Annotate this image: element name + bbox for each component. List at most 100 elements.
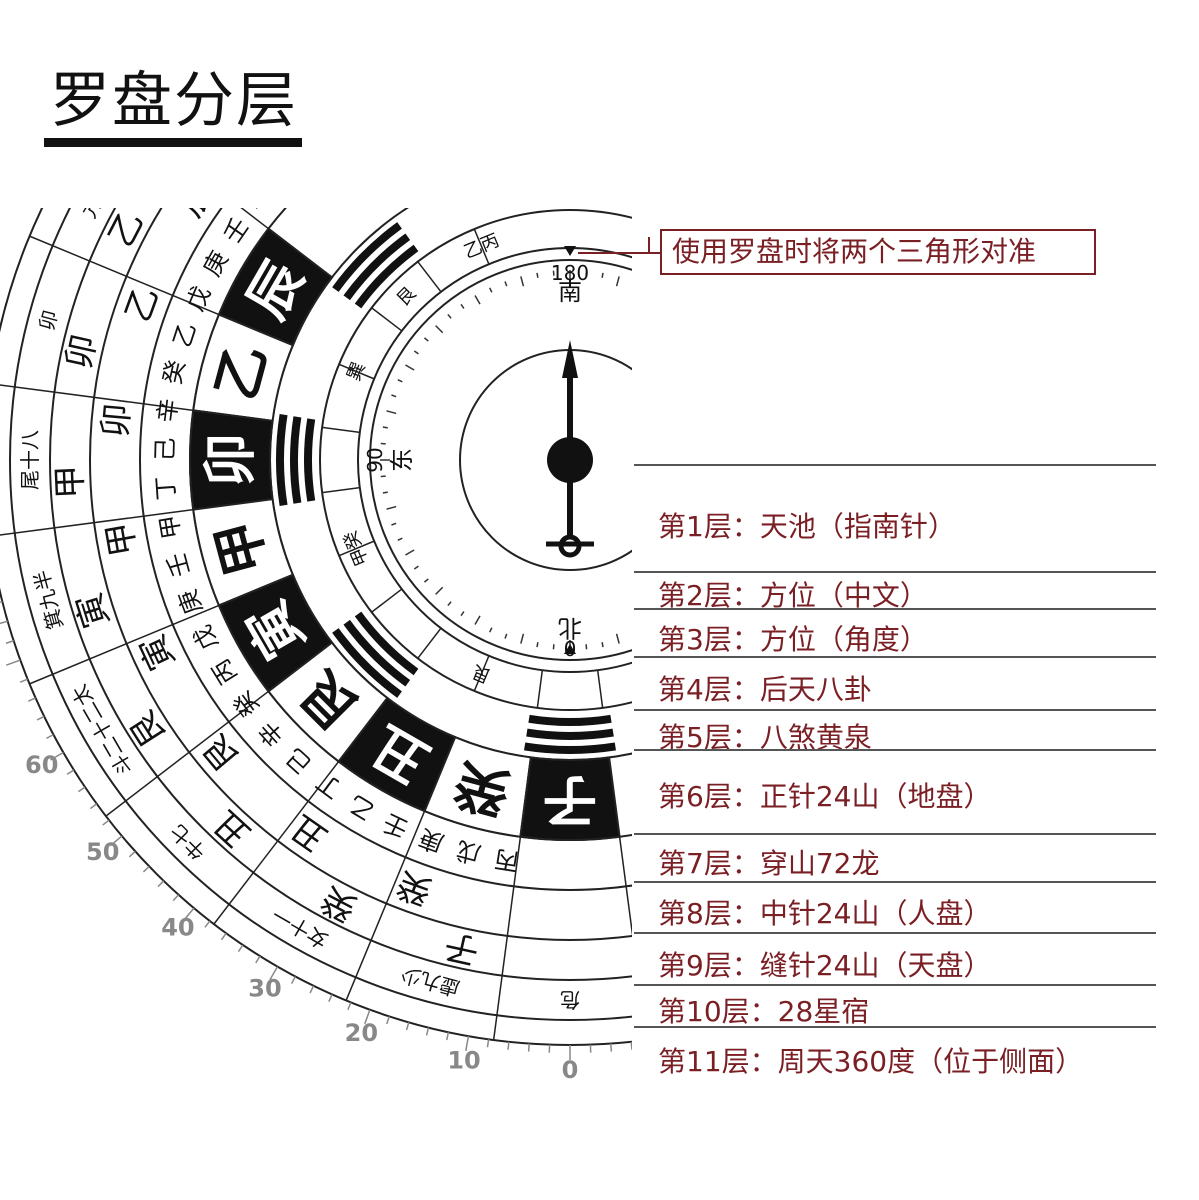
layer-label-6: 第6层：正针24山（地盘） xyxy=(658,780,992,813)
callout-leader-v xyxy=(648,237,650,253)
radial-divider xyxy=(338,363,375,380)
degree-tick xyxy=(615,276,620,287)
degree-tick xyxy=(382,491,388,494)
degree-tick xyxy=(397,537,403,541)
compass-labels: 南东北180900巽艮甲癸艮乙丙辰乙卯甲寅艮丑癸子甲壬庚戊乙癸辛己丁甲壬庚戊丙癸… xyxy=(18,200,597,1084)
layer-label-11: 第11层：周天360度（位于侧面） xyxy=(658,1045,1084,1078)
mountain-label-9: 丑 xyxy=(206,802,258,854)
dragon-label: 丙 xyxy=(206,654,242,689)
dragon-label: 丙 xyxy=(493,844,521,875)
outer-degree-tick xyxy=(89,803,98,810)
outer-degree-label: 10 xyxy=(447,1047,480,1075)
outer-degree-label: 50 xyxy=(86,838,119,866)
dragon-label: 丁 xyxy=(151,475,181,501)
degree-tick xyxy=(601,642,604,648)
outer-degree-tick xyxy=(527,1043,530,1052)
ring-circle xyxy=(369,259,632,661)
callout-leader-h xyxy=(578,252,660,254)
outer-degree-tick xyxy=(77,786,86,793)
degree-tick xyxy=(397,379,403,383)
degree-tick xyxy=(391,394,397,398)
outer-degree-tick xyxy=(0,620,8,625)
ring-circle xyxy=(89,208,632,941)
dragon-label: 丁 xyxy=(311,767,347,804)
dragon-label: 庚 xyxy=(415,823,447,858)
dragon-label: 己 xyxy=(151,437,180,462)
trigram-bar xyxy=(529,200,611,201)
radial-divider xyxy=(417,627,442,659)
degree-tick xyxy=(460,303,465,309)
radial-divider xyxy=(596,670,604,708)
degree-tick xyxy=(504,633,508,639)
radial-divider xyxy=(0,384,194,412)
degree-tick xyxy=(474,295,481,305)
trigram-bar xyxy=(354,611,419,676)
huangquan-label: 巽 xyxy=(343,359,369,384)
compass-rings xyxy=(0,200,632,1060)
degree-tick xyxy=(489,287,493,293)
layer-separator xyxy=(634,464,1156,466)
radial-divider xyxy=(371,588,403,613)
outer-degree-tick xyxy=(386,1016,390,1025)
outer-degree-tick xyxy=(46,733,54,740)
trigram-bar xyxy=(354,244,419,309)
degree-tick xyxy=(520,276,525,287)
title-underline xyxy=(44,138,302,147)
radial-divider xyxy=(618,836,632,937)
outer-degree-tick xyxy=(102,819,110,826)
outer-degree-tick xyxy=(5,659,21,666)
trigram-bar xyxy=(343,619,411,687)
degree-tick xyxy=(447,313,452,319)
trigram-bar xyxy=(524,742,616,754)
layer-separator xyxy=(634,932,1156,934)
mountain-label-9: 卯 xyxy=(59,331,105,373)
degree-90: 90 xyxy=(363,447,387,472)
degree-tick xyxy=(435,325,444,334)
trigram-bar xyxy=(276,414,288,506)
outer-degree-tick xyxy=(445,1032,450,1041)
radial-divider xyxy=(0,508,194,536)
mountain-label-9: 癸 xyxy=(315,878,364,929)
dragon-label: 戊 xyxy=(181,282,216,315)
dragon-label: 壬 xyxy=(218,213,255,249)
outer-degree-label: 60 xyxy=(25,751,58,779)
trigram-bar xyxy=(332,628,402,698)
layer-separator xyxy=(634,1026,1156,1028)
mountain-label-8: 癸 xyxy=(392,863,438,912)
layer-label-3: 第3层：方位（角度） xyxy=(658,623,928,656)
dragon-label: 乙 xyxy=(168,319,202,350)
radial-divider xyxy=(29,235,220,316)
outer-degree-tick xyxy=(66,769,75,775)
dragon-label: 辛 xyxy=(253,715,290,752)
outer-degree-tick xyxy=(204,920,211,928)
radial-divider xyxy=(371,307,403,332)
layer-label-10: 第10层：28星宿 xyxy=(658,995,870,1028)
trigram-bar xyxy=(290,416,302,504)
degree-tick xyxy=(386,505,397,510)
degree-180: 180 xyxy=(551,261,589,285)
huangquan-label: 艮 xyxy=(393,283,421,311)
outer-degree-tick xyxy=(27,697,36,702)
outer-degree-tick xyxy=(172,894,180,902)
ring-circle xyxy=(139,208,632,891)
mountain-label-9: 艮 xyxy=(122,704,174,754)
mountain-label-8: 辰 xyxy=(171,200,223,224)
outer-degree-tick xyxy=(290,976,297,984)
outer-degree-label: 20 xyxy=(345,1019,378,1047)
radial-divider xyxy=(29,604,220,685)
star-label: 危 xyxy=(560,988,580,1012)
radial-divider xyxy=(322,426,360,434)
mountain-sector xyxy=(519,756,621,841)
dragon-label: 庚 xyxy=(198,246,234,281)
dragon-label: 庚 xyxy=(173,586,208,618)
degree-tick xyxy=(423,337,429,342)
outer-degree-tick xyxy=(237,944,244,953)
outer-degree-tick xyxy=(328,994,333,1003)
degree-tick xyxy=(405,364,415,371)
degree-tick xyxy=(413,350,419,355)
degree-tick xyxy=(413,565,419,570)
degree-tick xyxy=(435,586,444,595)
outer-degree-tick xyxy=(630,1041,632,1050)
dragon-label: 戊 xyxy=(453,836,483,869)
radial-divider xyxy=(213,761,340,925)
